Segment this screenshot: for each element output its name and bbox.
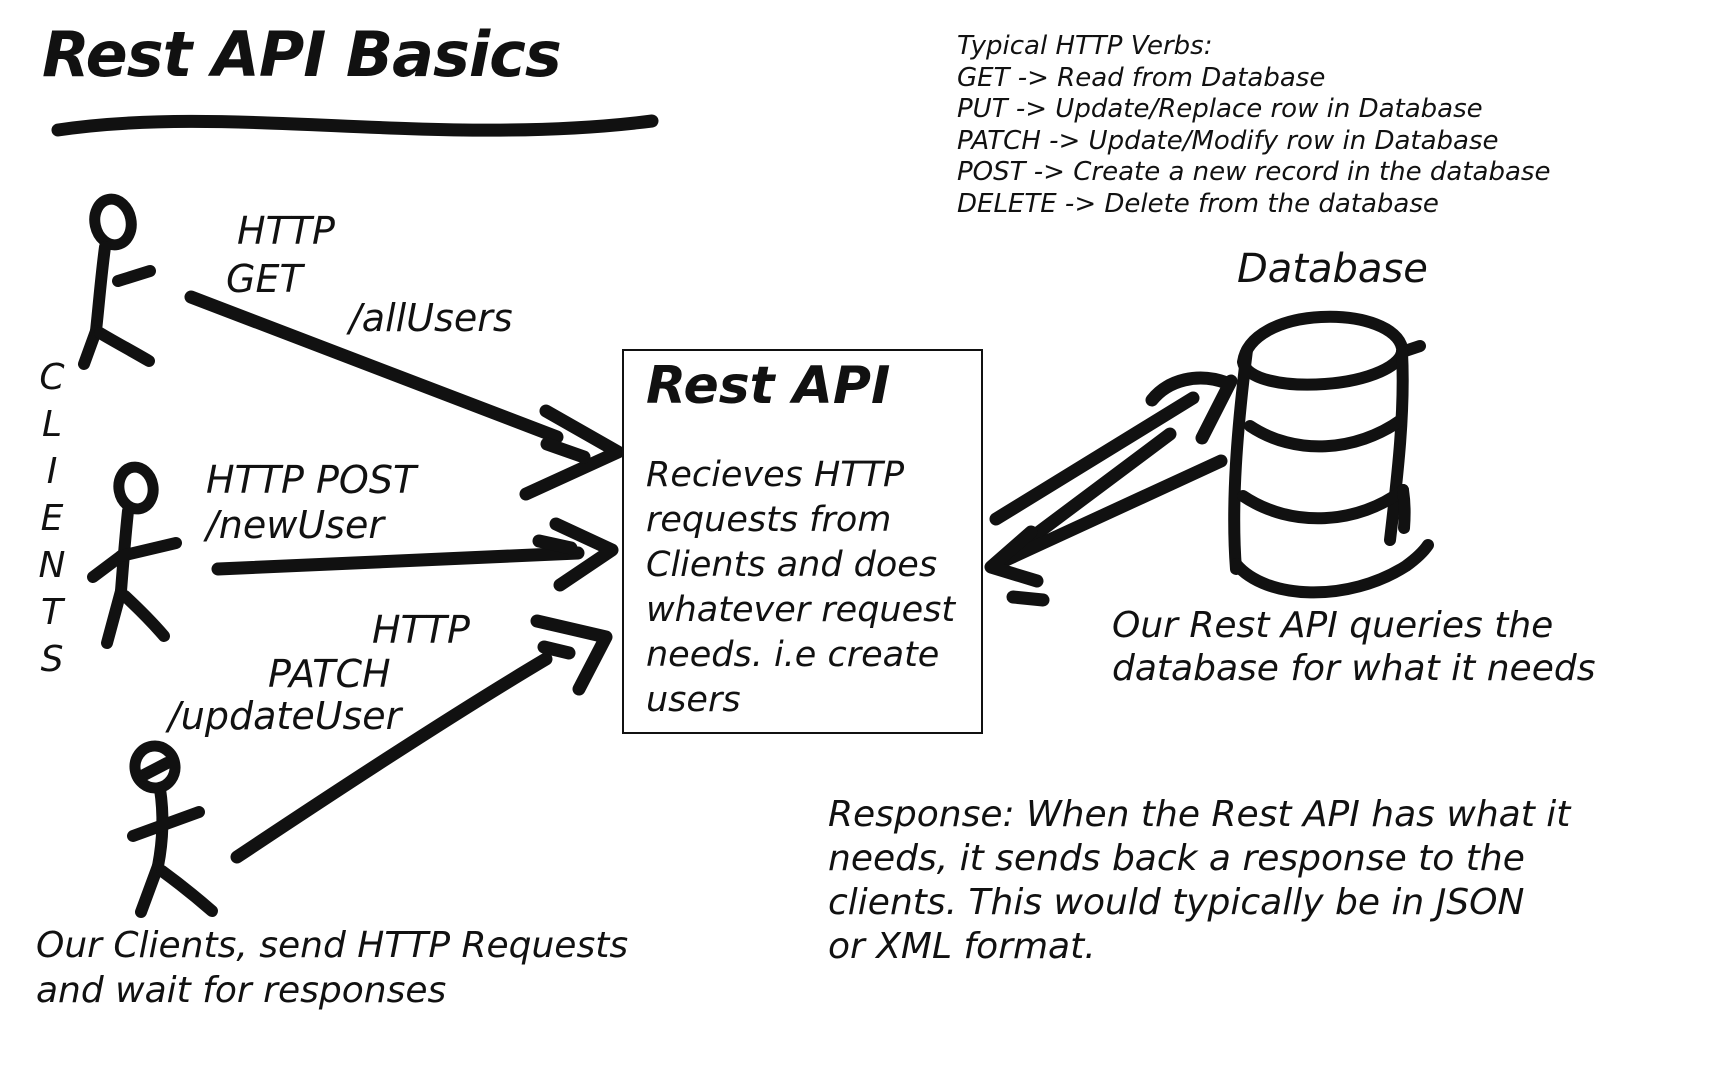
get-request-path: /allUsers [349,296,513,340]
http-get-arrow [184,290,625,501]
response-arrow [984,454,1228,607]
post-request-path: /newUser [206,503,384,547]
http-verbs-block: Typical HTTP Verbs: GET -> Read from Dat… [957,31,1550,220]
http-post-arrow [211,517,619,592]
http-patch-arrow [230,614,613,864]
clients-caption: Our Clients, send HTTP Requests and wait… [36,925,629,1011]
rest-api-box-title: Rest API [646,356,891,416]
database-caption: Our Rest API queries the database for wh… [1112,605,1596,689]
rest-api-box-description: Recieves HTTP requests from Clients and … [646,455,956,720]
title-underline [51,114,659,137]
client-figure-1-icon [78,193,156,370]
response-note: Response: When the Rest API has what it … [828,794,1571,967]
patch-request-path: /updateUser [168,694,402,738]
page-title: Rest API Basics [42,18,562,91]
database-label: Database [1237,246,1428,292]
post-request-method: HTTP POST [206,458,417,502]
database-icon [1228,310,1434,599]
client-figure-3-icon [127,740,218,918]
patch-request-method-line1: HTTP [372,608,470,652]
get-request-method-line1: HTTP [237,209,335,253]
get-request-method-line2: GET [226,257,303,301]
client-figure-2-icon [87,461,182,649]
rest-api-box [622,349,983,734]
http-verbs-list: GET -> Read from Database PUT -> Update/… [957,62,1551,219]
patch-request-method-line2: PATCH [268,652,391,696]
http-verbs-heading: Typical HTTP Verbs: [957,31,1213,61]
clients-vertical-label: C L I E N T S [38,357,66,680]
